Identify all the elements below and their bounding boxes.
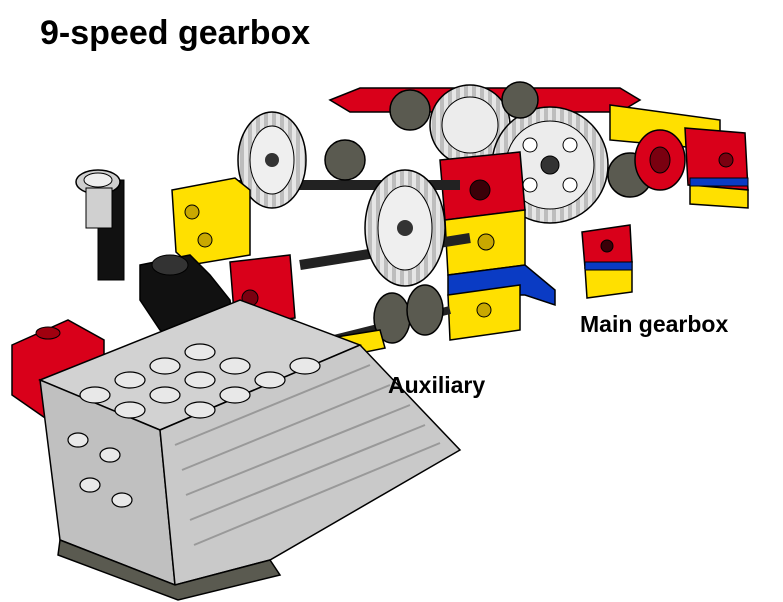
main-gearbox-assembly: [328, 81, 749, 341]
aux-front-dark-gear-2: [406, 284, 444, 336]
main-large-gear-1: [429, 84, 511, 166]
motor-box: [38, 299, 462, 601]
main-right-yellow-block: [689, 184, 749, 209]
main-right-blue-plate: [689, 177, 749, 187]
aux-yellow-block: [171, 177, 251, 266]
motor-base-plate: [57, 538, 282, 601]
auxiliary-label: Auxiliary: [388, 372, 486, 398]
aux-upper-light-gear: [237, 111, 307, 209]
main-right-block-hole: [718, 152, 734, 168]
main-gearbox-label: Main gearbox: [580, 311, 729, 337]
main-dark-gear-1: [389, 89, 431, 131]
aux-upper-dark-gear: [324, 139, 366, 181]
motor-side-face: [159, 344, 462, 586]
main-dark-gear-2: [501, 81, 539, 119]
diagram-title: 9-speed gearbox: [40, 14, 311, 52]
aux-lower-light-gear: [364, 169, 446, 287]
